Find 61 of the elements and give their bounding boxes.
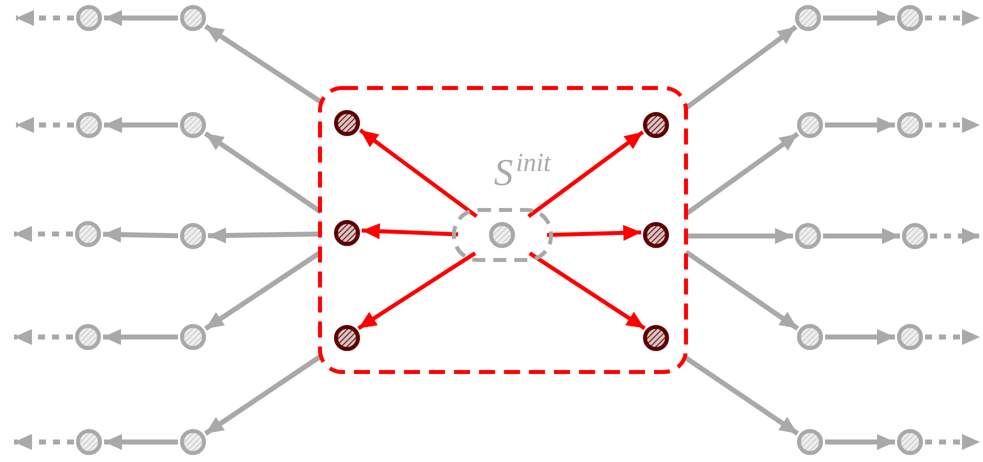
arrow — [546, 224, 642, 241]
state-label: S$^{init}$ — [494, 152, 551, 194]
arrow — [204, 131, 322, 214]
hatched-circle — [643, 112, 669, 138]
arrow — [359, 128, 478, 218]
arrow — [684, 356, 799, 436]
arrow — [686, 228, 793, 244]
hatched-circle — [334, 325, 360, 351]
hatched-circle — [897, 429, 923, 455]
hatched-circle — [489, 222, 515, 248]
hatched-circle — [643, 222, 669, 248]
arrow — [104, 10, 178, 26]
arrow — [925, 434, 980, 450]
arrow — [684, 24, 798, 110]
hatched-circle — [180, 324, 206, 350]
arrow — [16, 10, 74, 26]
arrow — [104, 117, 178, 133]
arrow — [14, 226, 73, 242]
hatched-circle — [75, 324, 101, 350]
hatched-circle — [180, 112, 206, 138]
hatched-circle — [797, 112, 823, 138]
arrow — [925, 10, 980, 26]
arrow — [204, 24, 322, 104]
hatched-circle — [897, 112, 923, 138]
arrow — [925, 329, 980, 345]
arrow — [527, 130, 644, 218]
hatched-circle — [180, 223, 206, 249]
arrow — [825, 329, 895, 345]
hatched-circle — [334, 110, 360, 136]
arrow — [357, 251, 476, 330]
arrow — [362, 223, 458, 240]
arrow — [925, 117, 980, 133]
hatched-circle — [334, 220, 360, 246]
hatched-circle — [797, 324, 823, 350]
arrow — [204, 354, 322, 436]
hatched-circle — [76, 112, 102, 138]
hatched-circle — [76, 429, 102, 455]
arrow — [14, 434, 74, 450]
arrow — [684, 250, 800, 331]
hatched-circle — [180, 5, 206, 31]
arrow — [825, 117, 895, 133]
arrow — [823, 228, 900, 244]
arrow — [102, 226, 178, 243]
hatched-circle — [75, 221, 101, 247]
hatched-circle — [795, 5, 821, 31]
arrow — [14, 329, 73, 345]
arrow — [823, 10, 895, 26]
hatched-circle — [902, 223, 928, 249]
hatched-circle — [897, 5, 923, 31]
arrow — [104, 434, 178, 450]
hatched-circle — [795, 223, 821, 249]
hatched-circle — [180, 429, 206, 455]
hatched-circle — [76, 5, 102, 31]
arrow — [825, 434, 895, 450]
arrow — [16, 117, 74, 133]
arrow — [103, 329, 178, 345]
arrow — [528, 252, 646, 330]
hatched-circle — [897, 324, 923, 350]
arrow — [930, 228, 980, 244]
hatched-circle — [643, 325, 669, 351]
hatched-circle — [797, 429, 823, 455]
